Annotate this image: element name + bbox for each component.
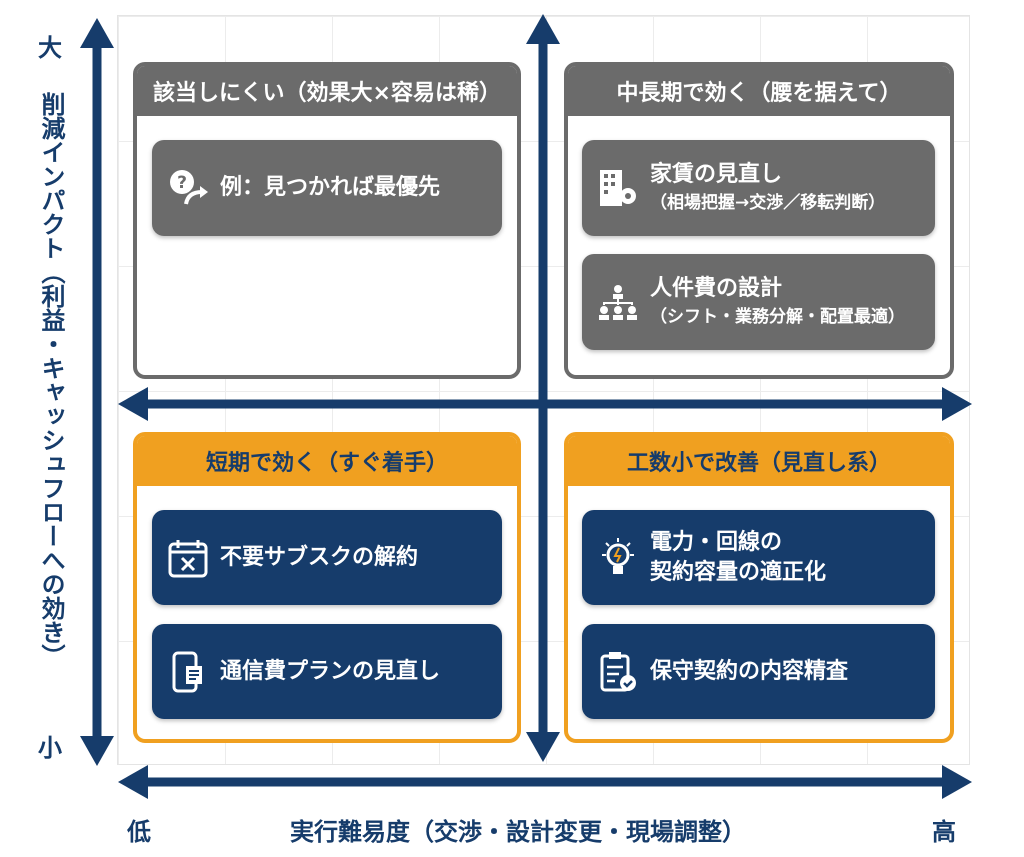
item-card: 家賃の見直し（相場把握→交渉／移転判断） [582, 140, 935, 236]
quadrant-title: 工数小で改善（見直し系） [568, 436, 950, 486]
y-axis-label: 削減インパクト（利益・キャッシュフローへの効き） [37, 92, 65, 668]
quadrant-title: 中長期で効く（腰を据えて） [568, 66, 950, 116]
x-axis-low-label: 低 [127, 818, 151, 846]
svg-text:?: ? [177, 173, 187, 193]
question-arrow-icon: ? [170, 170, 208, 205]
y-axis-arrow [80, 18, 114, 766]
item-card: 人件費の設計（シフト・業務分解・配置最適） [582, 254, 935, 350]
calendar-cancel-icon [168, 539, 208, 577]
quadrant-title: 短期で効く（すぐ着手） [137, 436, 517, 486]
y-axis-low-label: 小 [38, 734, 62, 762]
item-card: 不要サブスクの解約 [152, 510, 502, 605]
x-axis-high-label: 高 [932, 818, 956, 846]
building-gear-icon [600, 170, 636, 206]
item-card: 保守契約の内容精査 [582, 624, 935, 719]
y-axis-high-label: 大 [38, 34, 62, 62]
smartphone-bill-icon [172, 651, 202, 692]
item-card: ? 例：見つかれば最優先 [152, 140, 502, 236]
horizontal-divider-arrow [118, 387, 972, 421]
quadrant-title: 該当しにくい（効果大×容易は稀） [137, 66, 517, 116]
org-chart-icon [599, 285, 637, 320]
clipboard-check-icon [600, 651, 636, 691]
x-axis-label: 実行難易度（交渉・設計変更・現場調整） [290, 818, 746, 846]
lightbulb-icon [602, 537, 634, 574]
item-card: 電力・回線の契約容量の適正化 [582, 510, 935, 605]
vertical-divider-arrow [526, 14, 560, 762]
item-card: 通信費プランの見直し [152, 624, 502, 719]
x-axis-arrow [118, 765, 972, 799]
